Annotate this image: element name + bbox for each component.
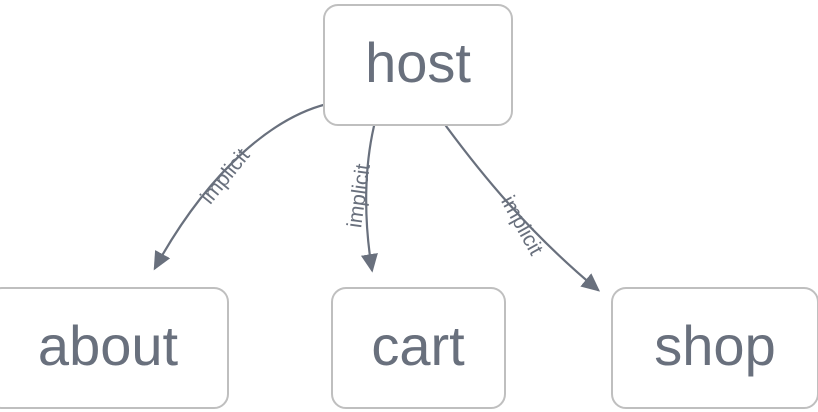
node-about-label: about <box>38 314 179 377</box>
edge-host-cart[interactable]: implicit <box>343 124 378 273</box>
node-cart-label: cart <box>371 314 465 377</box>
edge-host-shop-label: implicit <box>496 192 547 259</box>
node-cart-box[interactable] <box>331 287 506 409</box>
node-shop-box[interactable] <box>611 287 818 409</box>
edge-host-about-label: implicit <box>196 144 254 208</box>
edge-host-about[interactable]: implicit <box>153 102 329 271</box>
node-shop[interactable]: shop <box>611 287 818 409</box>
node-about-box[interactable] <box>0 287 229 409</box>
edge-host-about-path[interactable] <box>153 102 329 271</box>
edge-host-cart-label: implicit <box>343 162 375 229</box>
edge-host-cart-path[interactable] <box>360 124 378 273</box>
node-cart[interactable]: cart <box>331 287 506 409</box>
node-host[interactable]: host <box>323 4 513 126</box>
node-host-label: host <box>365 31 471 94</box>
node-shop-label: shop <box>654 314 775 377</box>
edge-host-shop[interactable]: implicit <box>444 124 601 292</box>
node-host-box[interactable] <box>323 4 513 126</box>
node-about[interactable]: about <box>0 287 229 409</box>
edge-host-shop-path[interactable] <box>444 124 601 292</box>
